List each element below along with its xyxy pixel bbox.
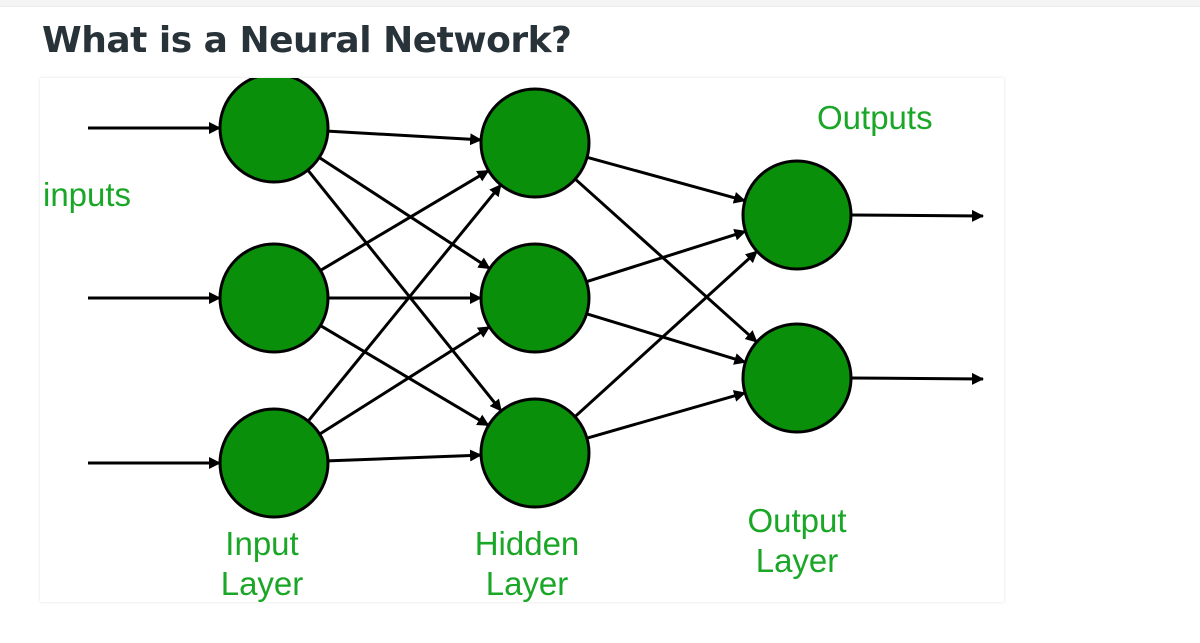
output-arrow <box>850 372 984 385</box>
hidden-layer-label-line1: Hidden <box>475 525 580 562</box>
connection-arrow <box>573 250 759 418</box>
output-layer-label-line1: Output <box>747 502 846 539</box>
hidden-neuron <box>479 87 591 199</box>
output-layer-label-line2: Layer <box>756 542 839 579</box>
connection-arrow <box>586 228 747 284</box>
hidden-neuron <box>479 242 591 354</box>
neural-network-diagram: inputs Outputs Input Layer Hidden Layer … <box>43 78 984 602</box>
page-title: What is a Neural Network? <box>42 20 572 61</box>
connection-arrow <box>586 155 746 204</box>
hidden-neuron <box>479 397 591 509</box>
connection-arrow <box>319 324 490 427</box>
connection-arrow <box>327 129 483 146</box>
connections <box>88 122 984 469</box>
input-neuron <box>218 407 330 519</box>
input-neuron <box>218 78 330 184</box>
neural-network-figure: inputs Outputs Input Layer Hidden Layer … <box>40 78 1004 602</box>
output-neuron <box>741 159 853 271</box>
connection-arrow <box>586 390 747 440</box>
connection-arrow <box>327 449 483 463</box>
connection-arrow <box>319 169 490 272</box>
connection-arrow <box>306 169 503 412</box>
top-strip <box>0 0 1200 7</box>
input-layer-label-line2: Layer <box>221 565 304 602</box>
connection-arrow <box>586 312 747 365</box>
neurons <box>218 78 853 519</box>
connection-arrow <box>318 325 491 436</box>
input-layer-label-line1: Input <box>225 525 298 562</box>
connection-arrow <box>318 156 491 270</box>
output-arrow <box>850 209 984 222</box>
inputs-label: inputs <box>43 176 131 213</box>
outputs-label: Outputs <box>817 99 933 136</box>
input-neuron <box>218 242 330 354</box>
hidden-layer-label-line2: Layer <box>486 565 569 602</box>
output-neuron <box>741 322 853 434</box>
connection-arrow <box>574 177 758 344</box>
connection-arrow <box>306 183 503 423</box>
